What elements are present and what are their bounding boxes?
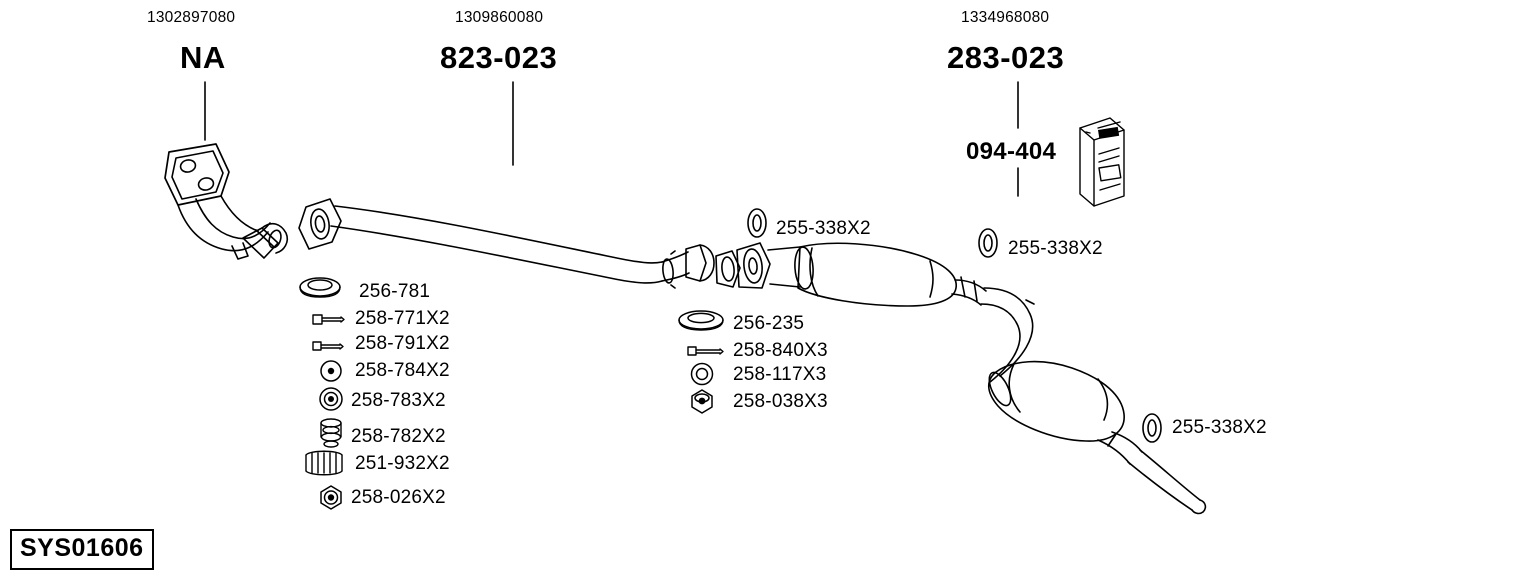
icon-spring-1 — [305, 450, 343, 476]
middle-list-item-2: 258-117X3 — [733, 364, 827, 385]
icon-rubber-hanger-1 — [747, 208, 767, 238]
left-list-item-3: 258-784X2 — [355, 360, 450, 381]
icon-rubber-hanger-2 — [978, 228, 998, 258]
front-pipe-assembly — [164, 143, 289, 260]
carton-icon — [1079, 117, 1125, 207]
rubber-mount-label-2: 255-338X2 — [1172, 417, 1267, 438]
icon-sleeve-1 — [319, 387, 343, 411]
middle-list-item-0: 256-235 — [733, 313, 805, 334]
icon-gasket-ring-2 — [678, 310, 724, 331]
icon-hex-nut-1 — [320, 485, 342, 510]
icon-gasket-ring-1 — [299, 277, 341, 298]
rear-silencer — [987, 360, 1207, 515]
rubber-mount-label-1: 255-338X2 — [1008, 238, 1103, 259]
header-label-1: 823-023 — [440, 40, 558, 75]
header-part-number-0: 1302897080 — [147, 9, 236, 26]
icon-washer-2 — [690, 362, 714, 386]
centre-silencer — [715, 242, 987, 307]
header-label-2: 283-023 — [947, 40, 1065, 75]
icon-bolt-2 — [312, 341, 344, 351]
middle-list-item-3: 258-038X3 — [733, 391, 828, 412]
left-list-item-5: 258-782X2 — [351, 426, 446, 447]
left-list-item-1: 258-771X2 — [355, 308, 450, 329]
middle-list-item-1: 258-840X3 — [733, 340, 828, 361]
header-part-number-1: 1309860080 — [455, 9, 544, 26]
icon-washer-1 — [320, 360, 342, 382]
icon-hex-nut-2 — [691, 389, 713, 414]
icon-stacked-washer-1 — [320, 418, 342, 448]
left-list-item-0: 256-781 — [359, 281, 431, 302]
left-list-item-7: 258-026X2 — [351, 487, 446, 508]
rubber-mount-label-0: 255-338X2 — [776, 218, 871, 239]
system-code-badge: SYS01606 — [10, 529, 154, 570]
header-label-0: NA — [180, 40, 226, 75]
left-list-item-4: 258-783X2 — [351, 390, 446, 411]
carton-label: 094-404 — [966, 138, 1057, 165]
icon-rubber-hanger-3 — [1142, 413, 1162, 443]
icon-stud-bolt-1 — [687, 346, 724, 356]
left-list-item-6: 251-932X2 — [355, 453, 450, 474]
icon-bolt-1 — [312, 314, 345, 325]
centre-pipe-assembly — [298, 198, 715, 289]
rear-connecting-pipe — [980, 287, 1035, 383]
header-part-number-2: 1334968080 — [961, 9, 1050, 26]
left-list-item-2: 258-791X2 — [355, 333, 450, 354]
